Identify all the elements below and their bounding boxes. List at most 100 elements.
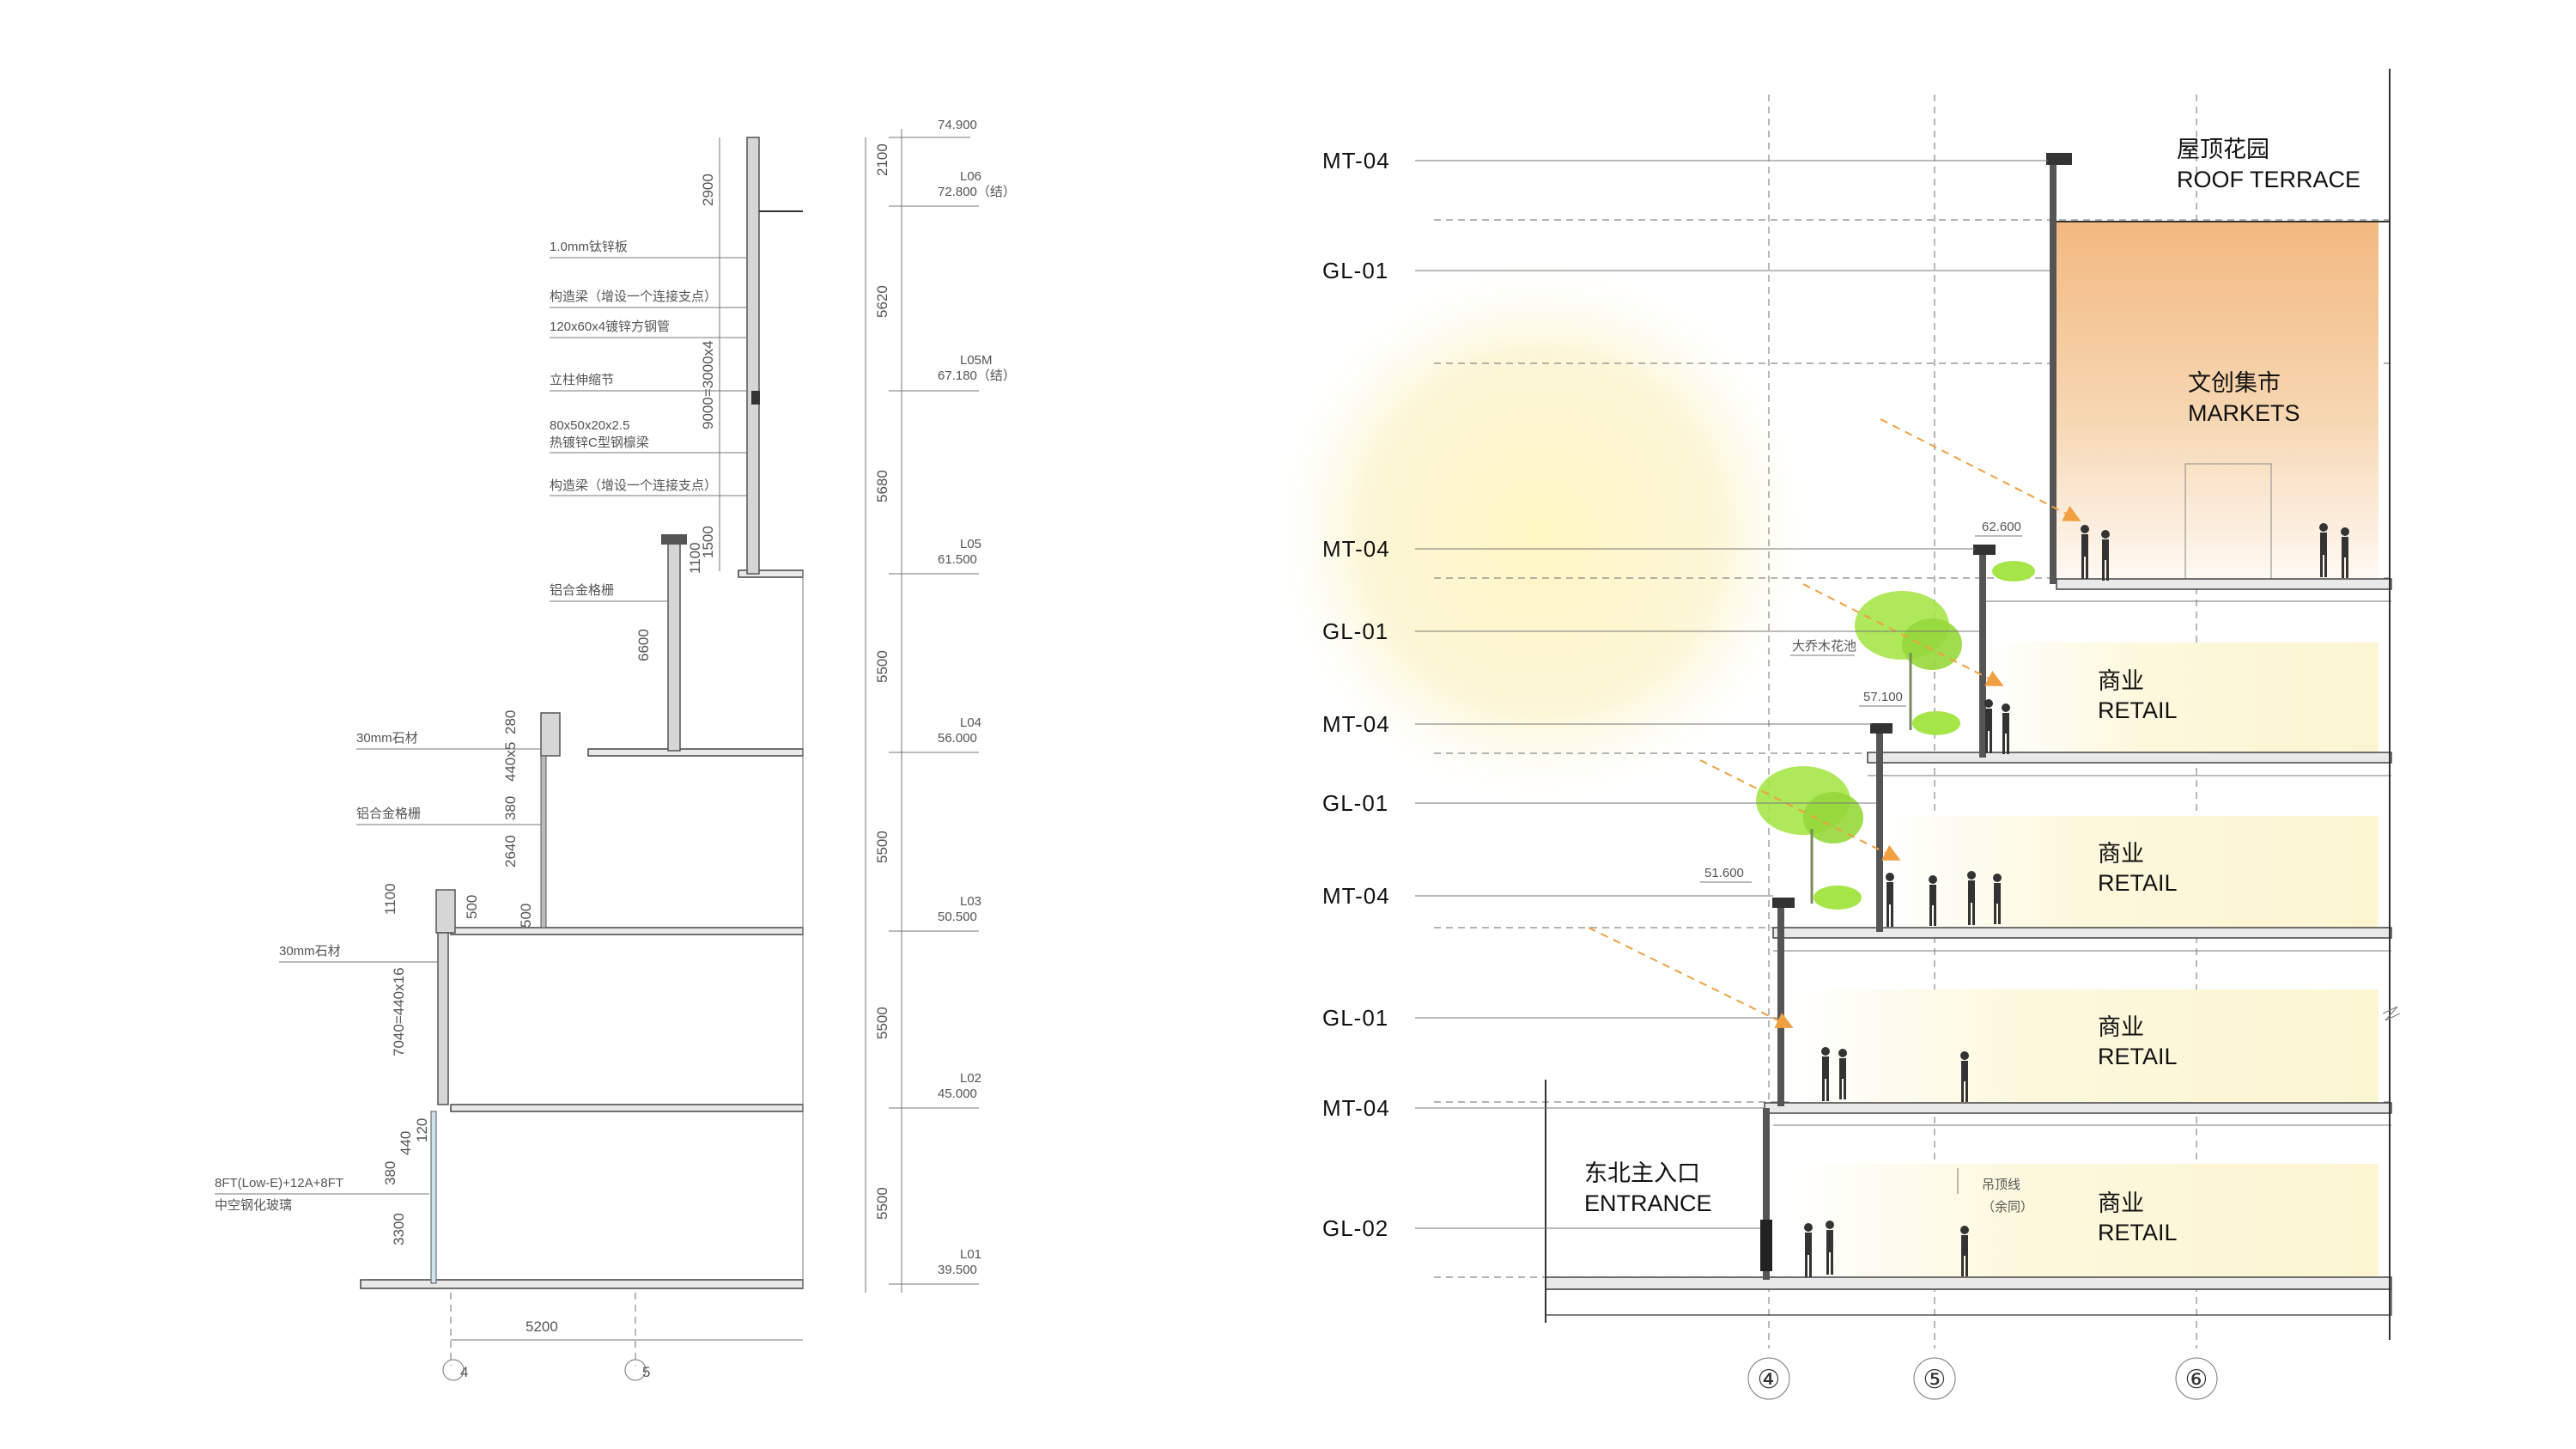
floor-slab [587, 748, 804, 757]
span-dim: 5200 [526, 1318, 558, 1335]
ceiling-line-note: 吊顶线 [1982, 1178, 2020, 1192]
axis-label: ④ [1758, 1366, 1781, 1394]
retail-space-1 [1790, 1164, 2379, 1277]
facade-tag: MT-04 [1322, 148, 1390, 174]
level-code: L02 [960, 1071, 981, 1086]
level-elev: 50.500 [938, 910, 977, 924]
spot-elevation: 62.600 [1982, 520, 2021, 534]
parapet-cap [1870, 723, 1893, 734]
vertical-dim: 440 [398, 1131, 414, 1155]
level-code: L01 [960, 1247, 981, 1262]
break-mark [2382, 1006, 2401, 1021]
sunlight-arrow [1588, 927, 1794, 1028]
stone-facade-panel [437, 932, 449, 1105]
vertical-dim: 380 [502, 796, 519, 820]
grille-facade-panel [540, 755, 547, 928]
parapet-cap [1973, 545, 1996, 555]
material-label: 120x60x4镀锌方钢管 [550, 320, 670, 334]
level-mark-l05m: L05M 67.180（结） [889, 353, 1016, 392]
top-elevation-text: 74.900 [938, 118, 977, 132]
room-name-en: RETAIL [2098, 870, 2178, 896]
floor-slab [450, 1104, 804, 1112]
level-elev: 45.000 [938, 1087, 977, 1101]
level-mark-l06: L06 72.800（结） [889, 169, 1016, 207]
tree-planter-note: 大乔木花池 [1792, 639, 1856, 654]
parapet-cap [2046, 153, 2072, 165]
planter-plants [1992, 561, 2035, 581]
ground-slab [1545, 1288, 2392, 1316]
vertical-dim: 3300 [391, 1213, 407, 1245]
room-name-en: RETAIL [2098, 697, 2178, 723]
axis-bubble-5 [1913, 1357, 1956, 1400]
vertical-dim: 280 [502, 710, 519, 734]
room-name-cn: 商业 [2098, 668, 2144, 694]
parapet-cap [1772, 898, 1795, 908]
section-slab [1545, 1276, 2392, 1290]
sunlight-arrow [1880, 418, 2081, 521]
stone-parapet [435, 889, 456, 934]
axis-label: ⑥ [2185, 1366, 2208, 1394]
level-mark-l02: L02 45.000 [889, 1071, 981, 1109]
material-label: 8FT(Low-E)+12A+8FT [215, 1176, 343, 1190]
axis-bubble [442, 1359, 465, 1381]
vertical-dim: 500 [518, 904, 534, 928]
facade-tag: GL-01 [1322, 1005, 1388, 1031]
level-elev: 72.800（结） [938, 185, 1016, 199]
facade-tag: MT-04 [1322, 711, 1390, 737]
vertical-dim: 380 [382, 1161, 398, 1185]
room-name-cn: 商业 [2098, 1190, 2144, 1216]
material-label: 铝合金格栅 [550, 583, 614, 598]
facade-tag: MT-04 [1322, 536, 1390, 562]
spot-elevation: 51.600 [1704, 866, 1744, 880]
level-mark-l01: L01 39.500 [889, 1247, 981, 1285]
storey-dim: 5500 [874, 831, 890, 863]
facade-column [2050, 155, 2057, 584]
room-name-cn: 商业 [2098, 1014, 2144, 1040]
level-code: L04 [960, 715, 981, 730]
section-slab [1867, 752, 2392, 764]
storey-dim: 5500 [874, 1187, 890, 1220]
connection-node [751, 391, 760, 405]
material-label: 构造梁（增设一个连接支点） [550, 478, 717, 493]
level-code: L06 [960, 169, 981, 184]
vertical-dim: 2640 [502, 835, 519, 868]
vertical-dim: 2900 [700, 174, 716, 206]
level-mark-l03: L03 50.500 [889, 894, 981, 932]
storey-dim: 5680 [874, 470, 890, 502]
axis-label: 4 [460, 1364, 468, 1380]
level-code: L03 [960, 894, 981, 909]
upper-facade-panel [746, 137, 760, 575]
vertical-dim: 6600 [635, 629, 652, 661]
material-label: 1.0mm钛锌板 [550, 239, 628, 254]
vertical-dim: 1100 [382, 883, 398, 915]
parapet-cap [661, 534, 687, 545]
section-slab [1772, 927, 2392, 939]
sun-glow [1262, 253, 1820, 812]
ceiling-line-note-2: （余同） [1982, 1199, 2033, 1215]
stone-parapet [540, 712, 561, 757]
floor-slab [450, 927, 804, 935]
facade-tag: MT-04 [1322, 1095, 1390, 1121]
tree-lower [1756, 766, 1863, 910]
people-figures [1804, 523, 2349, 1277]
vertical-dim: 500 [464, 895, 480, 919]
room-name-en: RETAIL [2098, 1044, 2178, 1069]
facade-tag-list: MT-04 GL-01 MT-04 GL-01 MT-04 GL-01 MT-0… [1322, 148, 2050, 1241]
facade-tag: GL-01 [1322, 790, 1388, 816]
material-label: 中空钢化玻璃 [215, 1198, 292, 1213]
material-label: 铝合金格栅 [356, 807, 421, 821]
facade-column [1763, 1108, 1770, 1280]
level-elev: 61.500 [938, 552, 977, 567]
right-building-section: MT-04 GL-01 MT-04 GL-01 MT-04 GL-01 MT-0… [1262, 69, 2401, 1400]
retail-space-2 [1790, 989, 2379, 1103]
entrance-door [1760, 1220, 1772, 1271]
level-code: L05 [960, 537, 981, 551]
grille-facade-panel [667, 535, 681, 752]
sunlight-arrow [1699, 759, 1901, 861]
facade-column [1777, 900, 1784, 1106]
level-code: L05M [960, 353, 993, 368]
material-label: 30mm石材 [356, 731, 418, 746]
vertical-dim: 9000=3000x4 [700, 340, 716, 429]
level-mark-l05: L05 61.500 [889, 537, 981, 575]
